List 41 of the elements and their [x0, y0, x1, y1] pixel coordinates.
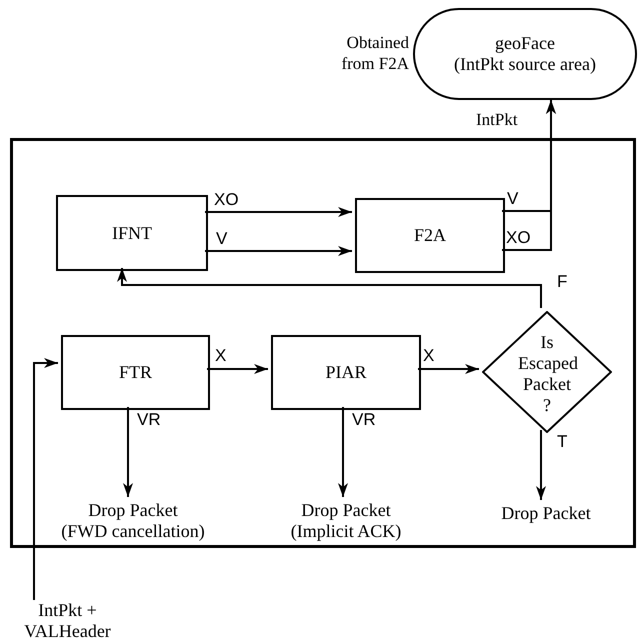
process-box	[355, 198, 505, 273]
decision-label: Is Escaped Packet ?	[518, 332, 576, 416]
arrow	[502, 100, 556, 251]
arrow	[117, 268, 542, 308]
process-box	[61, 335, 210, 410]
arrow	[338, 407, 348, 497]
edge-label: V	[506, 189, 520, 208]
node-caption: Obtained from F2A	[340, 32, 409, 74]
edge-label: V	[215, 229, 228, 248]
outcome-text: Drop Packet	[501, 503, 591, 524]
process-label: FTR	[118, 362, 152, 383]
edge-label: X	[214, 346, 228, 365]
edge-label: XO	[505, 228, 532, 247]
outcome-text: (FWD cancellation)	[61, 521, 205, 542]
outcome-text: Drop Packet	[301, 500, 391, 521]
edge-label: VR	[351, 410, 377, 429]
arrow	[33, 358, 58, 600]
outcome-text: Drop Packet	[88, 500, 178, 521]
arrow	[205, 246, 352, 256]
process-label: PIAR	[325, 362, 366, 383]
outcome-text: IntPkt + VALHeader	[23, 600, 112, 642]
process-label: F2A	[414, 225, 446, 246]
arrow	[536, 430, 546, 500]
process-box	[271, 335, 421, 410]
system-frame	[10, 138, 636, 548]
edge-label: F	[556, 272, 568, 291]
process-label: IFNT	[112, 222, 152, 244]
arrow	[205, 207, 352, 217]
edge-label: T	[556, 432, 568, 451]
outcome-text: (Implicit ACK)	[290, 521, 402, 542]
terminal-label: geoFace	[495, 33, 555, 54]
edge-label: VR	[136, 410, 162, 429]
arrow	[418, 364, 479, 374]
terminal-label: (IntPkt source area)	[454, 54, 596, 75]
arrow	[123, 407, 133, 497]
signal-label: IntPkt	[476, 110, 518, 130]
edge-label: XO	[213, 190, 240, 209]
edge-label: X	[422, 346, 436, 365]
arrow	[207, 364, 268, 374]
process-box	[56, 195, 208, 271]
decision-diamond	[482, 311, 612, 433]
